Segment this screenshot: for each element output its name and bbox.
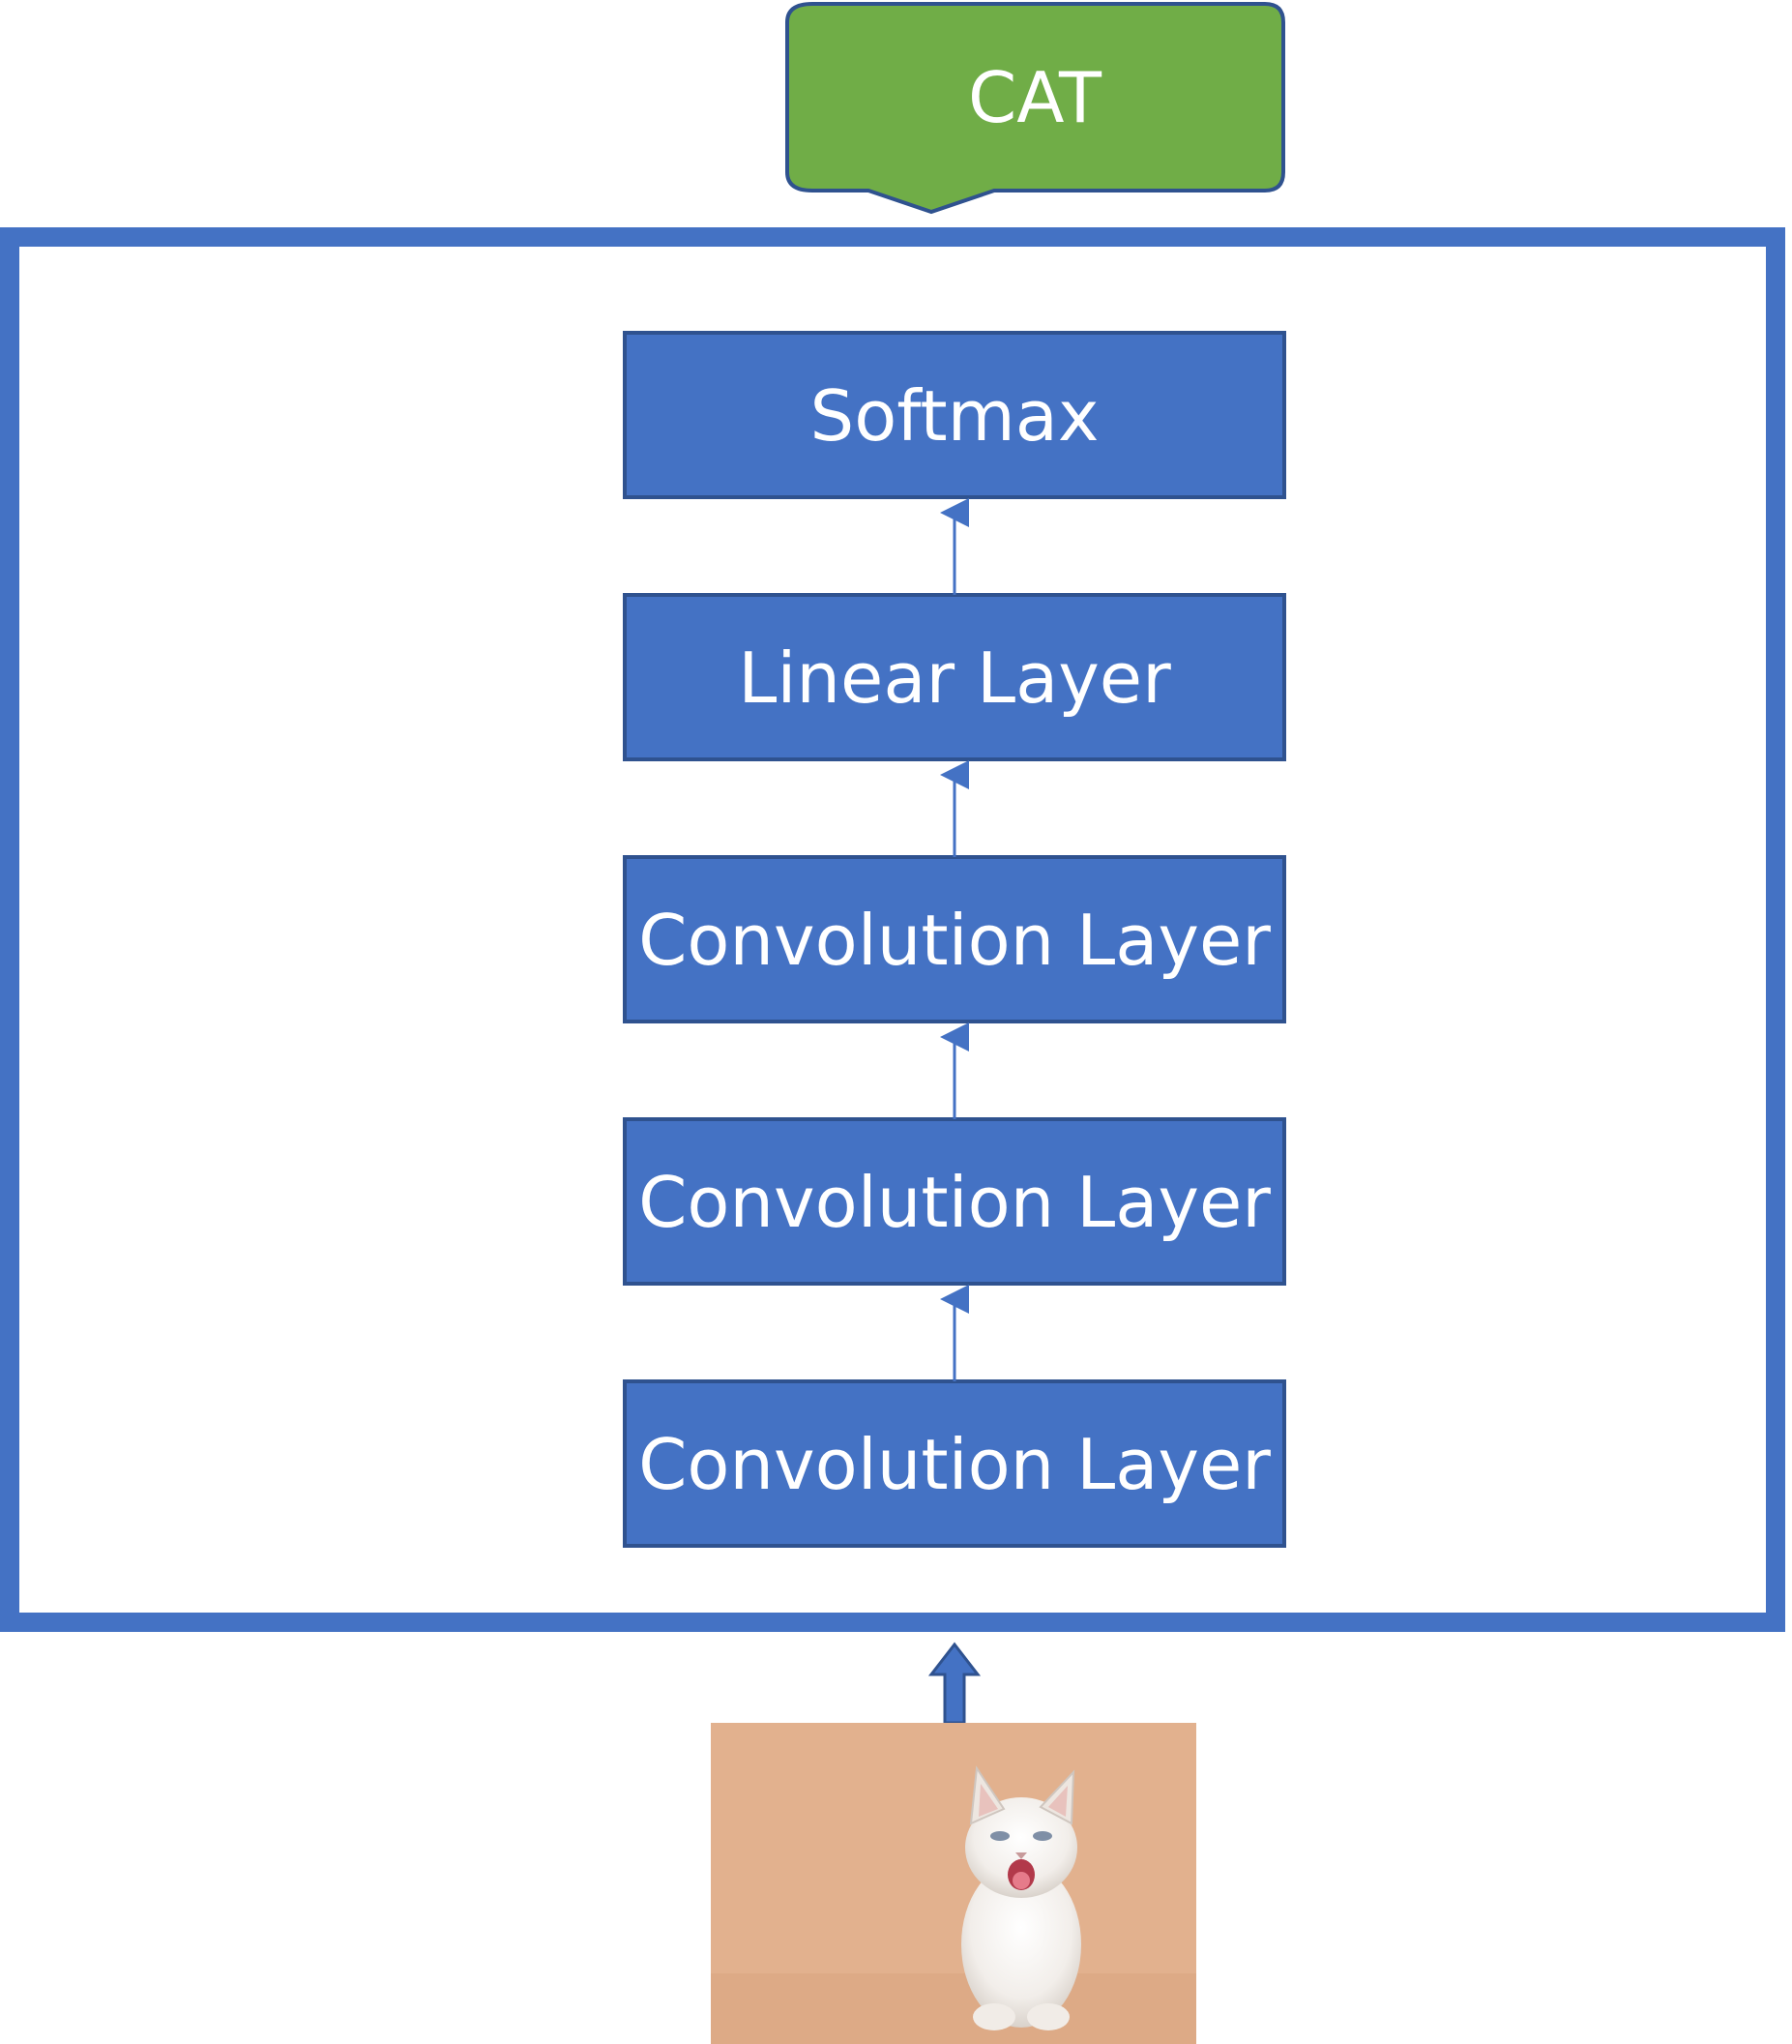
layer-label: Softmax bbox=[810, 375, 1100, 457]
layer-convolution-1: Convolution Layer bbox=[623, 1379, 1286, 1548]
layer-convolution-2: Convolution Layer bbox=[623, 1117, 1286, 1286]
layer-box bbox=[623, 1117, 1286, 1286]
layer-label: Convolution Layer bbox=[638, 900, 1271, 981]
output-callout: CAT bbox=[785, 1, 1285, 215]
kitten-icon bbox=[961, 1765, 1081, 2030]
input-cat-image bbox=[711, 1723, 1196, 2044]
layer-box bbox=[623, 593, 1286, 761]
layer-box bbox=[623, 331, 1286, 499]
layer-box bbox=[623, 855, 1286, 1023]
photo-floor bbox=[711, 1973, 1196, 2044]
layer-label: Linear Layer bbox=[738, 637, 1171, 719]
input-arrow bbox=[927, 1642, 982, 1725]
layer-convolution-3: Convolution Layer bbox=[623, 855, 1286, 1023]
layer-box bbox=[623, 1379, 1286, 1548]
output-label: CAT bbox=[968, 57, 1102, 138]
layer-label: Convolution Layer bbox=[638, 1424, 1271, 1505]
output-callout-shape bbox=[785, 1, 1285, 215]
layer-label: Convolution Layer bbox=[638, 1162, 1271, 1243]
layer-softmax: Softmax bbox=[623, 331, 1286, 499]
layer-linear: Linear Layer bbox=[623, 593, 1286, 761]
